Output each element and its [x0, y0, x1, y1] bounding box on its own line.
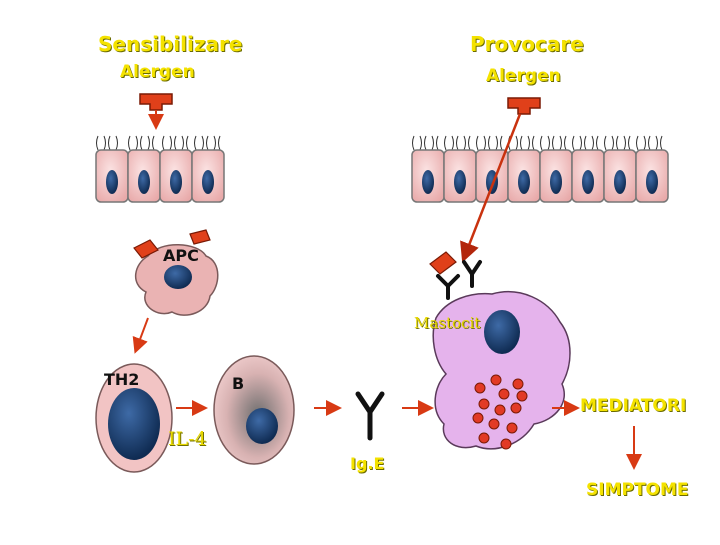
granules — [472, 374, 528, 450]
epithelium-left — [95, 135, 225, 203]
epithelium-right — [411, 135, 669, 203]
provoke-title: Provocare — [470, 32, 584, 56]
th2-label: TH2 — [104, 370, 140, 389]
apc-label: APC — [163, 246, 199, 265]
allergen-right-label: Alergen — [486, 66, 561, 86]
b-cell — [213, 355, 295, 465]
arrow-apc-th2 — [132, 317, 149, 354]
mastocyte-label: Mastocit — [414, 314, 481, 332]
cilia-right — [412, 135, 663, 151]
symptoms-label: SIMPTOME — [586, 480, 689, 500]
epithelial-cells-right — [411, 149, 669, 203]
allergen-left-icon — [139, 93, 173, 130]
apc-cell — [133, 229, 219, 316]
mastocyte-cell — [429, 251, 571, 450]
epithelial-cells-left — [95, 149, 225, 203]
allergen-left-label: Alergen — [120, 62, 195, 82]
surface-ige-icon — [436, 260, 482, 300]
mediators-label: MEDIATORI — [580, 396, 687, 416]
ige-antibody-icon — [355, 391, 385, 441]
cilia-left — [96, 135, 221, 151]
th2-cell — [95, 363, 173, 473]
allergen-right-icon — [460, 97, 541, 263]
ige-label: Ig.E — [350, 454, 385, 473]
sensitize-title: Sensibilizare — [98, 32, 243, 56]
il4-label: IL-4 — [168, 428, 207, 450]
b-cell-label: B — [232, 374, 245, 393]
